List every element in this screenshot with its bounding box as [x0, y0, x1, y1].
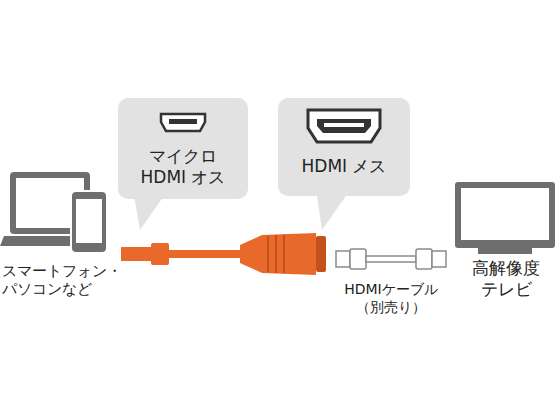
tv-icon [455, 182, 555, 254]
adapter-cable [121, 233, 326, 275]
callout-bubble: HDMI メス [278, 98, 410, 196]
hdmi-cable [336, 249, 446, 269]
device-label: 高解像度 テレビ [458, 258, 554, 301]
callout-bubble: マイクロ HDMI オス [118, 98, 248, 199]
connector-icon [278, 98, 410, 148]
connector-icon [118, 98, 248, 148]
callout-text: マイクロ HDMI オス [133, 146, 233, 189]
smartphone-icon [70, 190, 108, 254]
device-label: スマートフォン・ パソコンなど [2, 262, 124, 298]
device-label: HDMIケーブル （別売り） [330, 281, 452, 316]
callout-text: HDMI メス [289, 156, 399, 177]
callout-tail [316, 190, 350, 230]
